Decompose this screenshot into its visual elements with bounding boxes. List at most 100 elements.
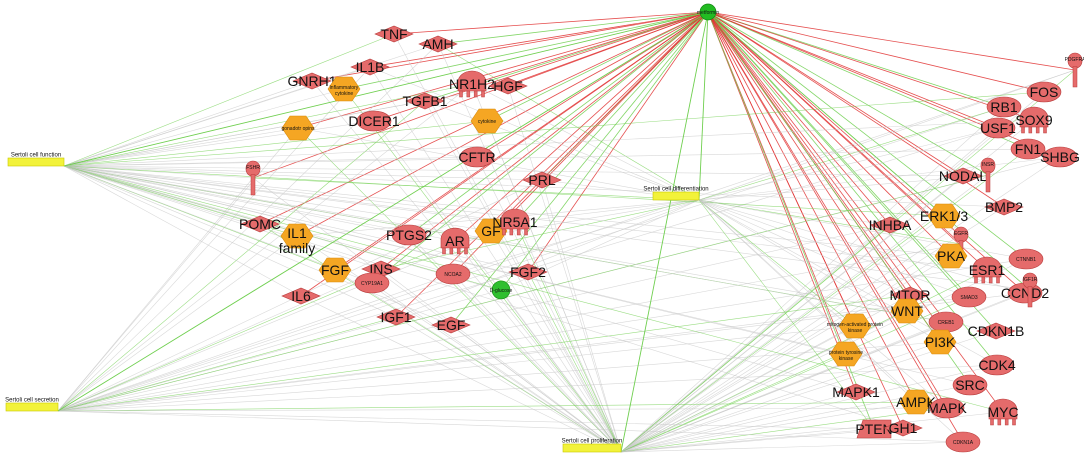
node-inhba: INHBA	[869, 216, 912, 234]
node-label: CDKN1B	[968, 323, 1025, 339]
edge-hub-rb1	[707, 11, 1005, 108]
node-shape	[292, 72, 332, 90]
node-shape	[354, 272, 390, 294]
node-label: IL6	[291, 288, 311, 304]
edge-pdgfra-diff	[698, 69, 1076, 201]
node-mapk: MAPK	[927, 397, 967, 419]
hub-layer: metformin	[697, 3, 719, 21]
edge-inhba-prol	[620, 224, 891, 453]
edge-egfr-diff	[698, 199, 962, 245]
node-shape	[374, 25, 414, 43]
node-tgfb1: TGFB1	[402, 92, 448, 110]
node-smad3: SMAD3	[951, 286, 987, 308]
edge-hub-insr	[707, 11, 989, 176]
node-shape	[491, 280, 511, 300]
node-shape-leg	[456, 247, 461, 255]
edge-nodal-prol	[620, 175, 964, 453]
edge-hub-usf1	[707, 11, 999, 129]
node-shape	[883, 419, 923, 437]
edge-ccnd2-diff	[698, 199, 1026, 294]
node-label: CDK4	[978, 357, 1016, 373]
edge-tnf-func	[63, 33, 395, 167]
node-shape-stem	[1072, 66, 1078, 88]
node-shape-leg	[981, 276, 986, 284]
node-shape	[440, 227, 470, 249]
node-label: CYP19A1	[361, 281, 383, 287]
node-cftr: CFTR	[458, 146, 496, 168]
node-shape	[890, 298, 924, 324]
edge-hub-fn1	[707, 11, 1029, 150]
node-label: PRL	[528, 172, 555, 188]
edge-hgf-prol	[507, 85, 622, 453]
edge-hub-cdkn1a	[707, 11, 964, 443]
edge-nr5a1-func	[63, 165, 516, 223]
node-ncoa2: NCOA2	[435, 263, 471, 285]
node-shape	[1010, 138, 1046, 160]
node-dicer1: DICER1	[348, 110, 400, 132]
node-shape	[391, 224, 427, 246]
node-cdkn1a: CDKN1A	[945, 431, 981, 453]
node-shape	[943, 167, 983, 185]
node-label: EGFR	[954, 231, 968, 237]
edge-mitogen-activated-protein-kinase-prol	[620, 325, 856, 453]
edge-hub-pka	[707, 11, 952, 257]
edge-hub-cdkn1b	[707, 11, 997, 332]
edge-rb1-prol	[620, 106, 1005, 453]
node-label: FGF2	[510, 264, 546, 280]
edge-ptgs2-func	[63, 165, 410, 236]
edge-ins-func	[63, 165, 382, 270]
node-shape	[979, 354, 1015, 376]
node-label: SRC	[955, 377, 985, 393]
node-fshr: FSHR	[245, 160, 261, 196]
node-label: SMAD3	[960, 295, 977, 301]
node-mapk1: MAPK1	[832, 383, 880, 401]
edge-gf-func	[63, 165, 492, 232]
node-label: DICER1	[348, 113, 400, 129]
node-label: D-glucose	[490, 288, 513, 294]
outcome-label: Sertoli cell function	[11, 153, 61, 159]
node-amh: AMH	[418, 35, 458, 53]
node-ampk: AMPK	[896, 389, 936, 415]
edge-igf1-secr	[57, 316, 397, 412]
node-label: PTEN	[855, 421, 892, 437]
edge-hub-ar	[454, 11, 709, 242]
node-rb1: RB1	[986, 96, 1022, 118]
edge-pi3k-secr	[57, 341, 941, 412]
edge-ins-secr	[57, 268, 382, 412]
node-bmp2: BMP2	[984, 198, 1024, 216]
edge-mtor-secr	[57, 294, 911, 412]
outcome-secr: Sertoli cell secretion	[5, 398, 59, 412]
node-d-glucose: D-glucose	[490, 280, 513, 300]
node-label: POMC	[239, 216, 281, 232]
node-label: MAPK1	[832, 384, 880, 400]
node-label: TGFB1	[402, 93, 447, 109]
edge-d-glucose-secr	[57, 289, 502, 412]
node-cytokine: cytokine	[470, 108, 504, 134]
edge-tgfb1-secr	[57, 100, 426, 412]
edge-cyp19a1-prol	[371, 282, 622, 453]
node-fn1: FN1	[1010, 138, 1046, 160]
node-egf: EGF	[431, 316, 471, 334]
node-shape	[376, 308, 416, 326]
edge-igf1-func	[63, 165, 397, 318]
node-label: MAPK	[927, 400, 967, 416]
node-label: AMPK	[896, 394, 936, 410]
edge-hub-d-glucose	[500, 11, 709, 291]
edge-inflammatory-cytokine-prol	[343, 88, 622, 453]
edge-igf1-diff	[395, 199, 700, 318]
node-gnrh1: GNRH1	[287, 72, 337, 90]
edge-fos-func	[63, 91, 1045, 167]
node-shape	[431, 316, 471, 334]
edge-fshr-diff	[252, 177, 700, 201]
node-label: INHBA	[869, 217, 912, 233]
edge-hub-cytokine	[486, 11, 709, 122]
edge-erk1-3-func	[63, 165, 945, 217]
edge-ar-prol	[454, 240, 622, 453]
edge-hub-gf	[490, 11, 709, 232]
edge-hub-igf1r	[707, 11, 1031, 291]
edge-fgf-prol	[334, 269, 622, 453]
edge-ncoa2-secr	[57, 273, 454, 412]
node-usf1: USF1	[980, 117, 1016, 139]
node-shape	[327, 76, 361, 102]
edge-rb1-diff	[698, 106, 1005, 201]
